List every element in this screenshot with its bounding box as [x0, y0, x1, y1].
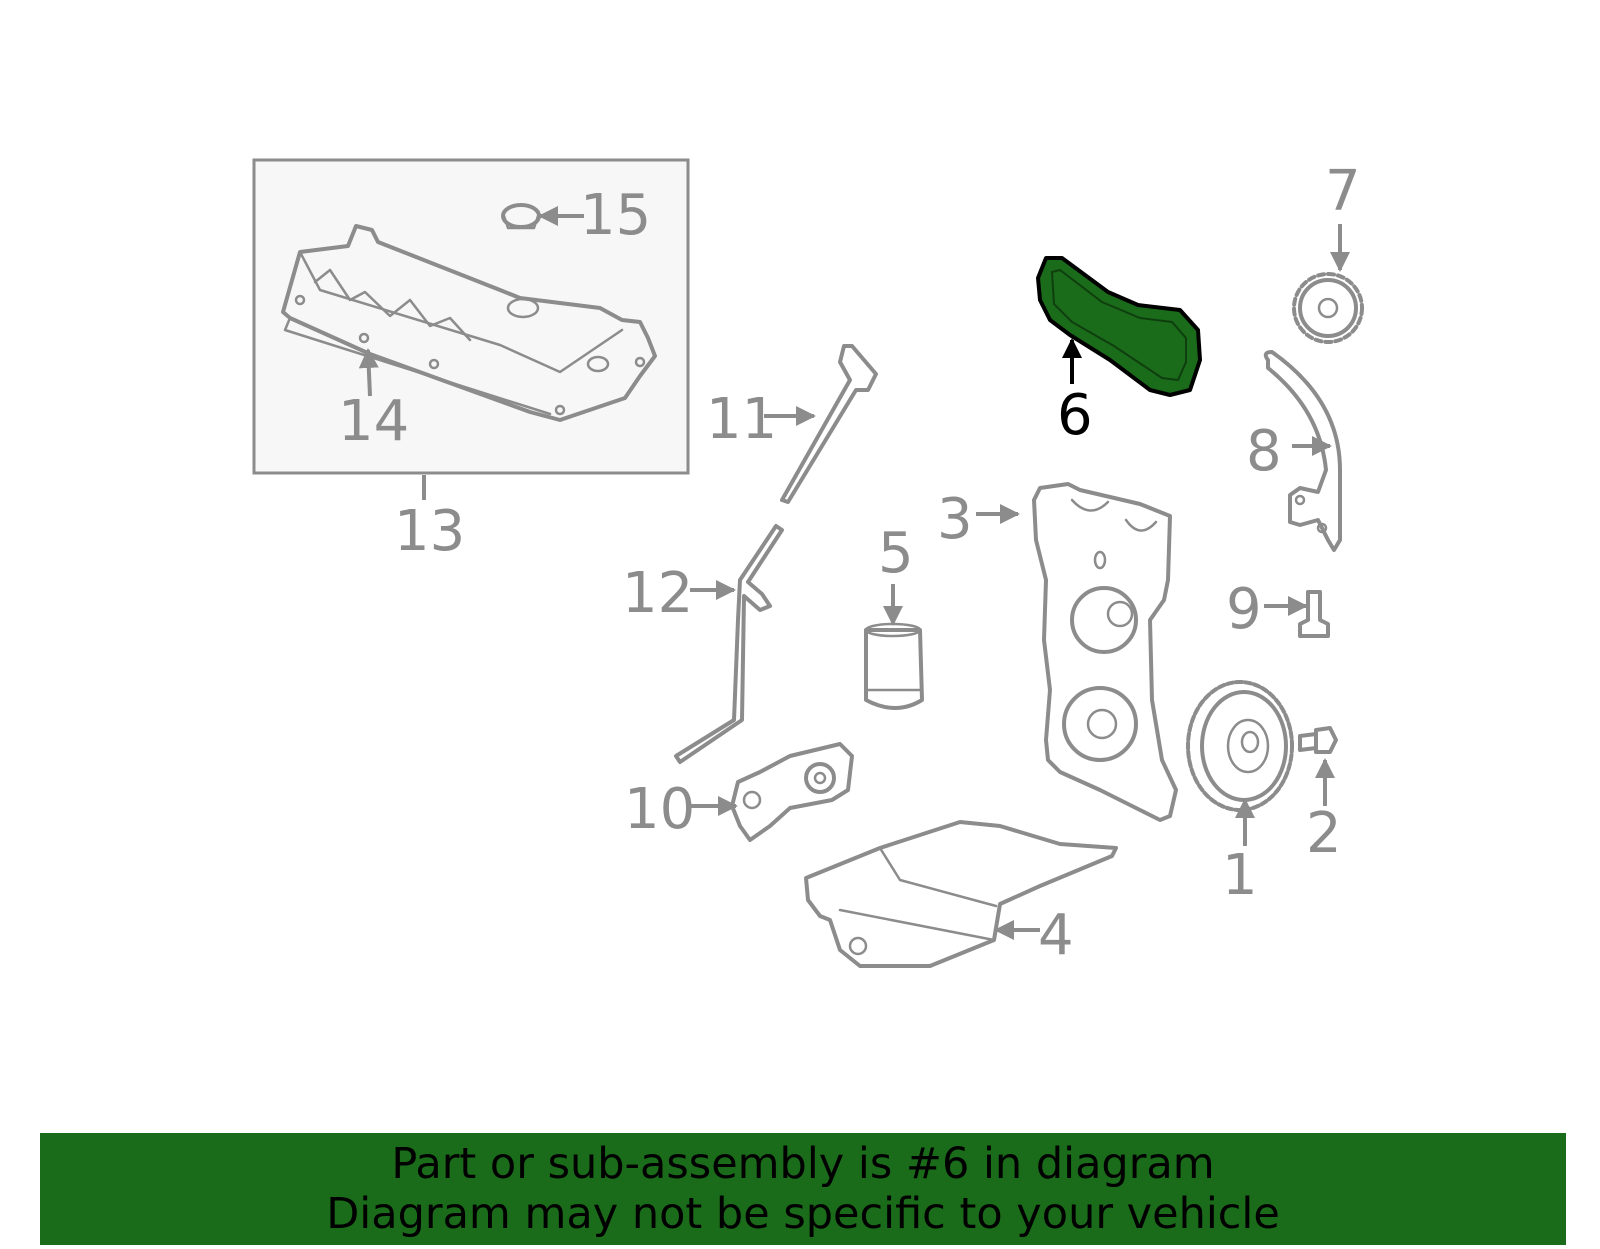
arrow-14	[358, 348, 379, 397]
banner-line-2: Diagram may not be specific to your vehi…	[326, 1189, 1280, 1239]
chain-guide-part	[1263, 350, 1342, 552]
callout-13[interactable]: 13	[394, 499, 465, 564]
callout-3[interactable]: 3	[937, 487, 973, 552]
callout-14[interactable]: 14	[338, 389, 409, 454]
callout-4[interactable]: 4	[1038, 903, 1074, 968]
callout-15[interactable]: 15	[580, 183, 651, 248]
valve-cover-part	[281, 224, 657, 422]
bolt-9-part	[1298, 590, 1330, 638]
dipstick-part	[780, 344, 878, 504]
valve-cover-inset	[252, 158, 690, 500]
callout-8[interactable]: 8	[1246, 419, 1282, 484]
callout-1[interactable]: 1	[1222, 843, 1258, 908]
dipstick-tube-part	[674, 524, 784, 764]
callout-10[interactable]: 10	[624, 777, 695, 842]
timing-cover-part	[1032, 482, 1178, 822]
sprocket-part	[1292, 272, 1364, 344]
crank-pulley-part	[1186, 680, 1294, 812]
footer-banner: Part or sub-assembly is #6 in diagram Di…	[40, 1133, 1566, 1245]
highlighted-part-6[interactable]	[1036, 256, 1202, 397]
pulley-bolt-part	[1298, 726, 1338, 754]
callout-2[interactable]: 2	[1306, 801, 1342, 866]
oil-pump-part	[730, 742, 854, 842]
oil-filter-part	[864, 622, 924, 710]
callout-11[interactable]: 11	[706, 387, 777, 452]
banner-line-1: Part or sub-assembly is #6 in diagram	[391, 1139, 1215, 1189]
callout-12[interactable]: 12	[622, 561, 693, 626]
callout-5[interactable]: 5	[878, 521, 914, 586]
oil-pan-part	[804, 820, 1118, 968]
callout-7[interactable]: 7	[1325, 159, 1361, 224]
callout-6[interactable]: 6	[1057, 383, 1093, 448]
callout-9[interactable]: 9	[1226, 577, 1262, 642]
callout-labels: 1 2 3 4 5 6 7 8 9 10 11 12 13 14 15	[338, 159, 1361, 968]
